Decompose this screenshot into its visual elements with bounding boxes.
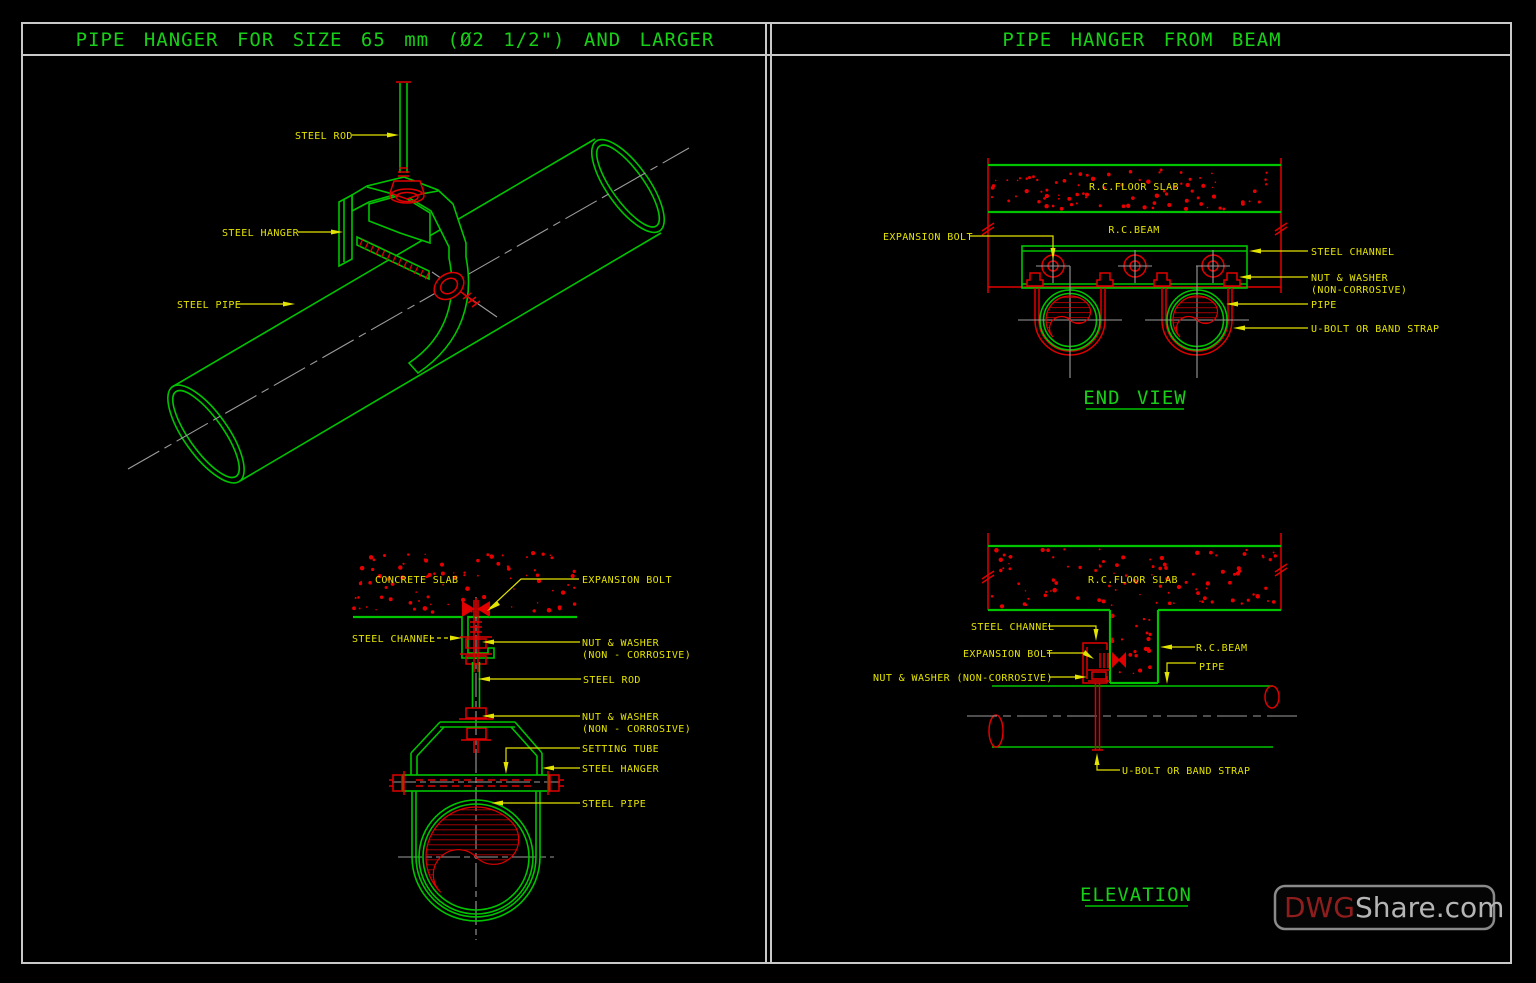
end-label-u-bolt: U-BOLT OR BAND STRAP xyxy=(1311,324,1439,335)
drawing-frame: PIPE HANGER FOR SIZE 65 mm (Ø2 1/2") AND… xyxy=(21,22,1512,964)
section-label-expansion-bolt: EXPANSION BOLT xyxy=(582,575,672,586)
section-label-nut-washer-top-1: NUT & WASHER xyxy=(582,638,660,649)
section-label-nut-washer-top-2: (NON - CORROSIVE) xyxy=(582,650,691,661)
left-panel-title: PIPE HANGER FOR SIZE 65 mm (Ø2 1/2") AND… xyxy=(76,29,715,51)
end-view: R.C.FLOOR SLAB R.C.BEAM xyxy=(883,158,1439,410)
watermark-dwg: DWG xyxy=(1284,891,1355,924)
section-label-steel-pipe: STEEL PIPE xyxy=(582,799,646,810)
watermark: DWGShare.com xyxy=(1273,884,1504,931)
section-view: CONCRETE SLAB xyxy=(352,551,691,940)
end-pipe-left-hatch xyxy=(1045,295,1092,338)
section-label-steel-channel: STEEL CHANNEL xyxy=(352,634,435,645)
concrete-slab-speckles xyxy=(352,551,577,614)
pipe-section-hatch xyxy=(425,806,520,893)
elevation-title: ELEVATION xyxy=(1080,884,1192,906)
elev-label-steel-channel: STEEL CHANNEL xyxy=(971,622,1054,633)
iso-steel-hanger xyxy=(351,176,470,375)
section-label-nut-washer-bottom-2: (NON - CORROSIVE) xyxy=(582,724,691,735)
elev-beam-speckles xyxy=(1109,613,1152,675)
elev-label-rc-floor-slab: R.C.FLOOR SLAB xyxy=(1088,575,1178,586)
end-label-pipe: PIPE xyxy=(1311,300,1337,311)
elev-label-nut-washer: NUT & WASHER (NON-CORROSIVE) xyxy=(873,673,1053,684)
right-panel-title: PIPE HANGER FROM BEAM xyxy=(1002,29,1281,51)
elev-label-pipe: PIPE xyxy=(1199,662,1225,673)
elevation-view: R.C.FLOOR SLAB STEEL CHANNEL EXPANSION B… xyxy=(873,533,1303,907)
section-label-nut-washer-bottom-1: NUT & WASHER xyxy=(582,712,660,723)
end-label-rc-beam: R.C.BEAM xyxy=(1108,225,1159,236)
watermark-share: Share.com xyxy=(1355,891,1505,924)
end-ubolt-nuts xyxy=(1026,272,1241,287)
watermark-text: DWGShare.com xyxy=(1284,891,1504,924)
end-label-nut-washer-1: NUT & WASHER xyxy=(1311,273,1389,284)
end-pipe-right-hatch xyxy=(1172,295,1219,338)
end-bolt-heads xyxy=(1036,250,1230,283)
section-label-steel-hanger: STEEL HANGER xyxy=(582,764,660,775)
iso-view: STEEL ROD STEEL HANGER STEEL PIPE xyxy=(127,81,690,484)
end-label-rc-floor-slab: R.C.FLOOR SLAB xyxy=(1089,182,1179,193)
elev-label-rc-beam: R.C.BEAM xyxy=(1196,643,1247,654)
iso-label-steel-rod: STEEL ROD xyxy=(295,131,353,142)
end-label-expansion-bolt: EXPANSION BOLT xyxy=(883,232,973,243)
end-pipe-left xyxy=(1018,266,1122,378)
elev-label-expansion-bolt: EXPANSION BOLT xyxy=(963,649,1053,660)
section-label-concrete-slab: CONCRETE SLAB xyxy=(375,575,458,586)
elev-slab-speckles xyxy=(990,547,1278,609)
iso-label-steel-hanger: STEEL HANGER xyxy=(222,228,300,239)
elev-label-u-bolt: U-BOLT OR BAND STRAP xyxy=(1122,766,1250,777)
iso-rod-threads xyxy=(358,239,430,280)
end-label-nut-washer-2: (NON-CORROSIVE) xyxy=(1311,285,1407,296)
section-label-setting-tube: SETTING TUBE xyxy=(582,744,659,755)
end-view-title: END VIEW xyxy=(1083,387,1187,409)
iso-label-steel-pipe: STEEL PIPE xyxy=(177,300,241,311)
end-label-steel-channel: STEEL CHANNEL xyxy=(1311,247,1394,258)
section-label-steel-rod: STEEL ROD xyxy=(583,675,641,686)
end-view-slab-speckles xyxy=(990,168,1268,211)
